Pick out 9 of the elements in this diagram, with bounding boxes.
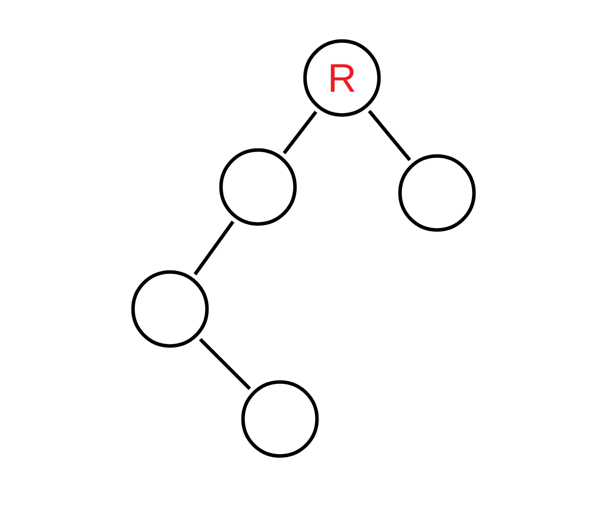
edge-line <box>194 220 234 276</box>
empty-circle <box>241 380 319 458</box>
empty-circle <box>131 270 209 348</box>
tree-node: R <box>303 39 381 117</box>
empty-circle <box>219 148 297 226</box>
edge-line <box>282 110 318 154</box>
edge-line <box>368 110 412 162</box>
edge-line <box>199 338 252 390</box>
empty-circle <box>398 154 476 232</box>
